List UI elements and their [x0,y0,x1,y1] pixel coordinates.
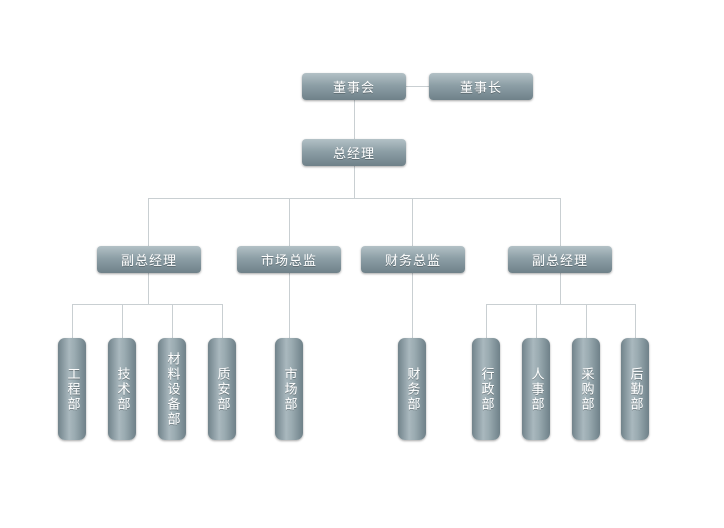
board-node: 董事会 [302,73,406,100]
general-manager-node: 总经理 [302,139,406,166]
dept-finance-node: 财务部 [398,338,426,440]
deputy-gm-node-left: 副总经理 [97,246,201,273]
dept-technology-node: 技术部 [108,338,136,440]
finance-director-node: 财务总监 [361,246,465,273]
marketing-director-node: 市场总监 [237,246,341,273]
dept-hr-node: 人事部 [522,338,550,440]
chairman-node: 董事长 [429,73,533,100]
dept-marketing-node: 市场部 [275,338,303,440]
dept-administration-node: 行政部 [472,338,500,440]
dept-purchasing-node: 采购部 [572,338,600,440]
dept-engineering-node: 工程部 [58,338,86,440]
deputy-gm-node-right: 副总经理 [508,246,612,273]
dept-materials-equipment-node: 材料设备部 [158,338,186,440]
dept-logistics-node: 后勤部 [621,338,649,440]
dept-quality-safety-node: 质安部 [208,338,236,440]
